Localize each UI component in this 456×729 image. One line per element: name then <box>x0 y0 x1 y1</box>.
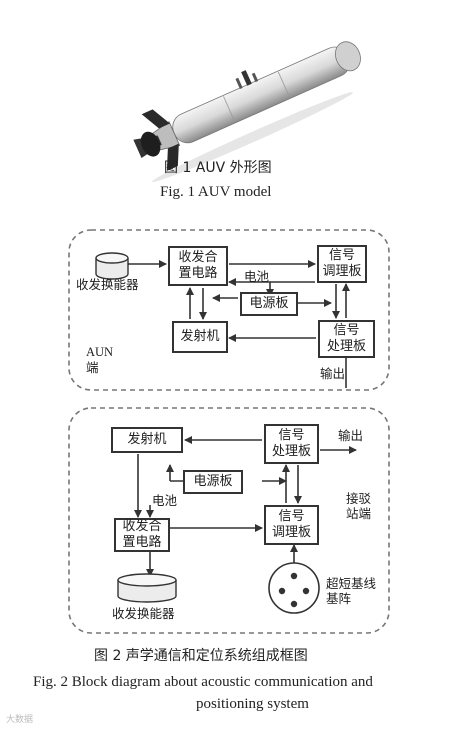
station-usbl-label: 超短基线 基阵 <box>326 576 376 606</box>
aun-tx-rx-circuit-box: 收发合置电路 <box>168 246 228 286</box>
station-side-label: 接驳 站端 <box>346 491 371 521</box>
aun-signal-proc-line2: 处理板 <box>326 339 366 354</box>
station-signal-proc-line1: 信号 <box>278 428 305 443</box>
station-signal-cond-line1: 信号 <box>278 509 305 524</box>
fig1-caption-en: Fig. 1 AUV model <box>160 184 272 200</box>
aun-signal-conditioning-box: 信号调理板 <box>317 245 367 283</box>
station-battery-label: 电池 <box>152 493 178 508</box>
fig2-caption-cn: 图 2 声学通信和定位系统组成框图 <box>94 648 308 664</box>
aun-transducer-label: 收发换能器 <box>76 277 139 292</box>
aun-side-label-line2: 端 <box>86 360 99 375</box>
station-side-label-line1: 接驳 <box>346 491 372 506</box>
station-signal-proc-line2: 处理板 <box>271 444 311 459</box>
aun-frame <box>68 229 390 391</box>
aun-side-label-line1: AUN <box>86 345 114 359</box>
aun-side-label: AUN 端 <box>86 345 113 375</box>
station-transmitter-box: 发射机 <box>111 427 183 453</box>
fig2-caption-en-line2: positioning system <box>196 696 309 712</box>
aun-output-label: 输出 <box>320 366 346 381</box>
fig1-caption-cn: 图 1 AUV 外形图 <box>164 160 272 176</box>
station-transmitter-label: 发射机 <box>127 432 167 447</box>
station-tx-rx-line2: 置电路 <box>122 535 162 550</box>
aun-tx-rx-line1: 收发合 <box>178 250 218 265</box>
station-transducer-label: 收发换能器 <box>112 606 175 621</box>
aun-signal-proc-line1: 信号 <box>333 323 360 338</box>
station-power-board-label: 电源板 <box>193 474 233 489</box>
station-frame <box>68 407 390 634</box>
aun-transmitter-box: 发射机 <box>172 321 228 353</box>
watermark: 大数据 <box>6 715 34 725</box>
station-signal-cond-line2: 调理板 <box>271 525 311 540</box>
aun-power-board-label: 电源板 <box>249 296 289 311</box>
aun-signal-cond-line2: 调理板 <box>322 264 362 279</box>
aun-signal-cond-line1: 信号 <box>328 248 355 263</box>
aun-signal-processing-box: 信号处理板 <box>318 320 375 358</box>
aun-tx-rx-line2: 置电路 <box>178 266 218 281</box>
station-side-label-line2: 站端 <box>346 506 372 521</box>
station-tx-rx-line1: 收发合 <box>122 519 162 534</box>
aun-battery-label: 电池 <box>244 269 270 284</box>
transducer-icon-station <box>117 573 177 603</box>
station-usbl-line1: 超短基线 <box>326 576 377 591</box>
station-tx-rx-circuit-box: 收发合置电路 <box>114 518 170 552</box>
usbl-array-icon <box>268 562 320 614</box>
fig2-caption-en-line1: Fig. 2 Block diagram about acoustic comm… <box>33 674 373 690</box>
station-output-label: 输出 <box>338 428 364 443</box>
station-power-board-box: 电源板 <box>183 470 243 494</box>
aun-power-board-box: 电源板 <box>240 292 298 316</box>
transducer-icon-aun <box>95 252 129 280</box>
station-signal-conditioning-box: 信号调理板 <box>264 505 319 545</box>
station-usbl-line2: 基阵 <box>326 591 352 606</box>
aun-transmitter-label: 发射机 <box>180 329 220 344</box>
station-signal-processing-box: 信号处理板 <box>264 424 319 464</box>
